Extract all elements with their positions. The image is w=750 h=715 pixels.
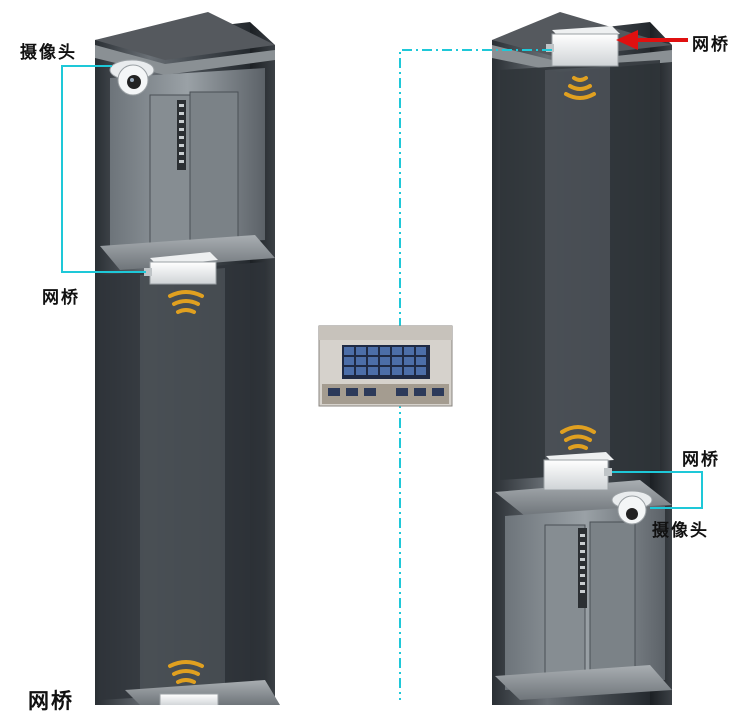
dome-camera-icon [109,59,155,96]
wireless-bridge-icon [546,26,620,67]
camera-bridge-connector [61,65,146,273]
bridge-label-right-mid: 网桥 [682,450,720,470]
wifi-signal-icon [560,425,596,450]
camera-label-left: 摄像头 [20,43,77,63]
left-shaft [95,12,280,705]
camera-bridge-connector [612,471,703,509]
wireless-bridge-icon [159,693,219,705]
wifi-signal-icon [168,290,204,314]
bridge-label-left-mid: 网桥 [42,288,80,308]
right-cabin-bottom [495,505,672,700]
pointer-arrow-icon [616,30,688,50]
right-shaft [492,12,672,705]
wireless-bridge-icon [543,452,614,491]
wifi-signal-icon [168,660,204,684]
bridge-label-left-bottom: 网桥 [28,689,74,713]
wifi-signal-icon [564,76,596,100]
network-link-dashed [399,49,552,700]
bridge-label-right-top: 网桥 [692,35,730,55]
wireless-bridge-icon [144,252,218,285]
camera-label-right: 摄像头 [652,521,709,541]
left-cabin-top [100,68,275,270]
control-room-monitor-icon [318,325,453,407]
dome-camera-icon [611,490,653,525]
